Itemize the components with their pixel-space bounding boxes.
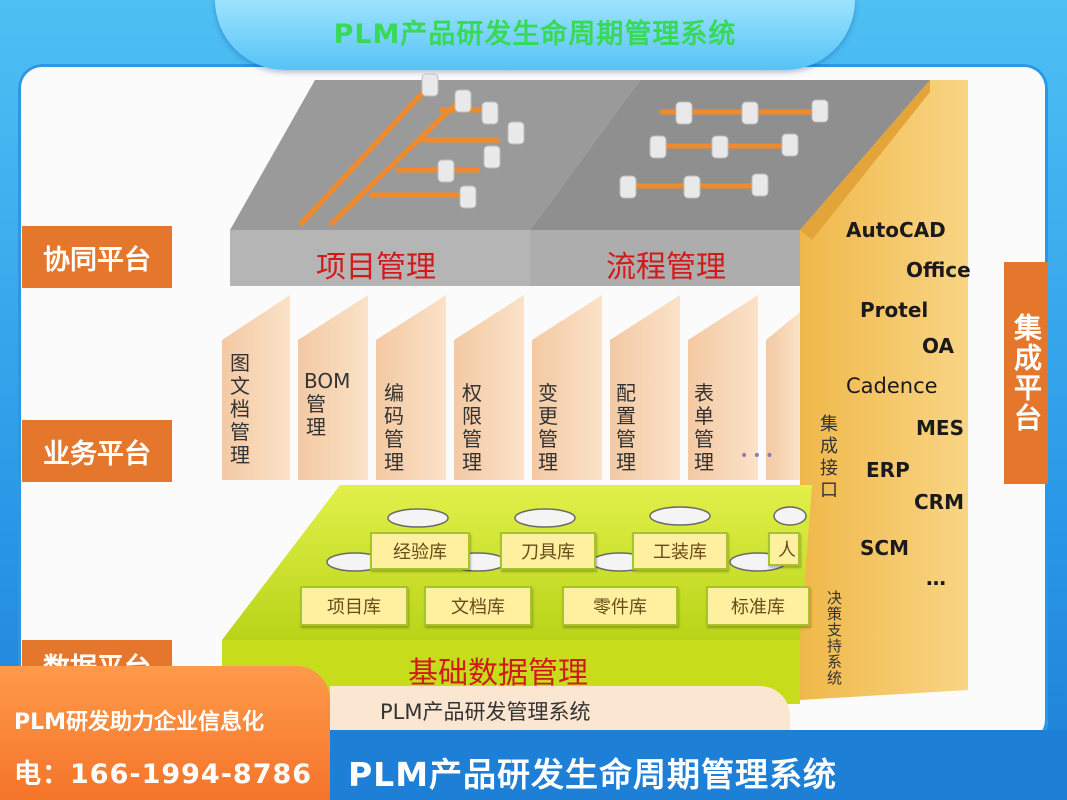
- lib-personnel: 人: [768, 532, 800, 566]
- module-bom: BOM管理: [304, 369, 351, 439]
- module-drawing-docs: 图文档管理: [230, 351, 250, 467]
- collab-plate: [230, 73, 930, 286]
- business-columns: [222, 295, 800, 480]
- system-autocad: AutoCAD: [846, 218, 946, 242]
- footer-left-panel: [0, 666, 330, 800]
- label-business-platform: 业务平台: [22, 420, 172, 482]
- module-coding: 编码管理: [384, 381, 404, 474]
- system-erp: ERP: [866, 458, 910, 482]
- integration-platform-text: 集成平台: [1010, 313, 1043, 433]
- header-banner: PLM产品研发生命周期管理系统: [215, 0, 855, 70]
- project-management-label: 项目管理: [316, 250, 436, 285]
- system-cadence: Cadence: [846, 374, 938, 398]
- lib-document: 文档库: [424, 586, 532, 626]
- lib-part: 零件库: [562, 586, 678, 626]
- module-config: 配置管理: [616, 381, 636, 474]
- system-crm: CRM: [914, 490, 964, 514]
- system-office: Office: [906, 258, 971, 282]
- system-scm: SCM: [860, 536, 909, 560]
- process-management-label: 流程管理: [606, 250, 726, 285]
- lib-project: 项目库: [300, 586, 408, 626]
- module-permission: 权限管理: [462, 381, 482, 474]
- label-integration-platform: 集成平台: [1004, 262, 1048, 484]
- page-title: PLM产品研发生命周期管理系统: [333, 19, 737, 50]
- module-change: 变更管理: [538, 381, 558, 474]
- integration-slab: [800, 80, 968, 700]
- lib-experience: 经验库: [370, 532, 470, 570]
- system-mes: MES: [916, 416, 964, 440]
- footer-right-bar: [330, 730, 1067, 800]
- footer-phone: 电：166-1994-8786: [14, 759, 313, 790]
- lib-standard: 标准库: [706, 586, 810, 626]
- footer-title: PLM产品研发生命周期管理系统: [348, 755, 838, 794]
- footer-mid-text: PLM产品研发管理系统: [380, 700, 591, 724]
- label-collab-platform: 协同平台: [22, 226, 172, 288]
- system-protel: Protel: [860, 298, 929, 322]
- system-more: …: [926, 566, 946, 590]
- basic-data-management-label: 基础数据管理: [408, 656, 588, 691]
- module-more: • • •: [740, 448, 774, 464]
- integration-interface-label: 集成接口: [817, 414, 838, 502]
- system-oa: OA: [922, 334, 954, 358]
- footer-mid-bar: [330, 686, 790, 730]
- module-form: 表单管理: [694, 381, 714, 474]
- lib-tool: 刀具库: [500, 532, 596, 570]
- lib-fixture: 工装库: [632, 532, 728, 570]
- decision-support-label: 决策支持系统: [825, 590, 843, 686]
- footer-slogan: PLM研发助力企业信息化: [14, 710, 265, 735]
